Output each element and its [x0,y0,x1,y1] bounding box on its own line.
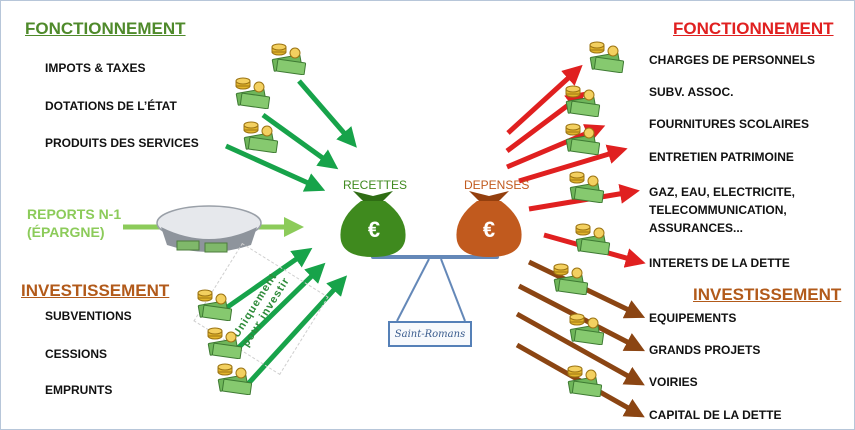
arrow-impots [297,79,357,148]
label-emprunts: EMPRUNTS [45,383,113,397]
money-stack-icon [565,85,601,117]
arrow-voiries [515,311,645,386]
money-stack-icon [567,365,603,397]
arrow-produits [224,143,326,192]
arrow-dotations [261,112,339,170]
money-stack-icon [569,313,605,345]
arrow-charges [506,64,583,135]
left-investissement-title: INVESTISSEMENT [21,281,170,300]
label-assurances: ASSURANCES... [649,221,744,235]
piggy-bank-icon [156,205,262,253]
money-stack-icon [207,327,243,359]
euro-icon: € [367,217,381,242]
euro-icon: € [482,217,496,242]
label-charges-personnels: CHARGES DE PERSONNELS [649,53,816,67]
money-stack-icon [565,123,601,155]
label-cessions: CESSIONS [45,347,108,361]
money-stack-icon [197,289,233,321]
arrow-entretien [518,144,628,184]
label-interets-dette: INTERETS DE LA DETTE [649,256,790,270]
arrow-gaz [528,183,640,212]
arrow-emprunts [245,275,348,387]
label-telecommunication: TELECOMMUNICATION, [649,203,787,217]
label-fournitures-scolaires: FOURNITURES SCOLAIRES [649,117,810,131]
recettes-label: RECETTES [343,178,408,192]
arrow-cessions [233,262,326,353]
balance-scale-icon [371,255,499,322]
reports-line-1: REPORTS N-1 [27,206,122,222]
money-stack-icon [235,77,271,109]
label-grands-projets: GRANDS PROJETS [649,343,761,357]
label-gaz-eau: GAZ, EAU, ELECTRICITE, [649,185,796,199]
right-investissement-title: INVESTISSEMENT [693,285,842,304]
money-bag-icon [456,191,522,257]
saint-romans-plate: Saint-Romans [388,321,472,347]
right-fonctionnement-title: FONCTIONNEMENT [673,19,834,38]
arrow-capital [515,342,645,418]
label-produits-services: PRODUITS DES SERVICES [45,136,199,150]
label-entretien-patrimoine: ENTRETIEN PATRIMOINE [649,150,794,164]
left-fonctionnement-title: FONCTIONNEMENT [25,19,186,38]
money-stack-icon [569,171,605,203]
money-stack-icon [271,43,307,75]
arrow-subventions [217,247,313,316]
arrow-fournitures [506,124,606,170]
money-bag-icon [340,191,406,257]
money-stack-icon [553,263,589,295]
label-voiries: VOIRIES [649,375,698,389]
depenses-label: DEPENSES [464,178,530,192]
label-equipements: EQUIPEMENTS [649,311,737,325]
label-capital-dette: CAPITAL DE LA DETTE [649,408,782,422]
money-stack-icon [575,223,611,255]
label-dotations-etat: DOTATIONS DE L’ÉTAT [45,99,177,113]
label-subv-assoc: SUBV. ASSOC. [649,85,734,99]
reports-line-2: (ÉPARGNE) [27,224,105,240]
money-stack-icon [589,41,625,73]
label-subventions: SUBVENTIONS [45,309,132,323]
money-stack-icon [243,121,279,153]
reports-epargne: REPORTS N-1 (ÉPARGNE) [27,205,121,241]
label-impots-taxes: IMPOTS & TAXES [45,61,146,75]
money-stack-icon [217,363,253,395]
